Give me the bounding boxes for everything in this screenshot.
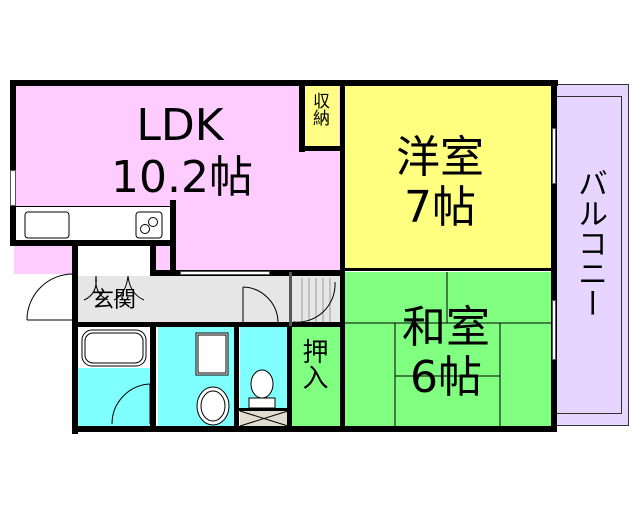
wall-left-ldk xyxy=(10,80,16,246)
wall-bottom xyxy=(72,426,557,432)
hallway xyxy=(74,276,290,324)
wall-kitchen-right xyxy=(170,200,176,276)
balcony-label: バルコニー xyxy=(572,168,607,318)
wall-entrance-right xyxy=(150,240,156,276)
wall-storage-left xyxy=(299,80,305,152)
storage-room xyxy=(303,84,339,149)
wall-ldk-western xyxy=(340,80,345,428)
window-ldk-left xyxy=(10,170,16,206)
ldk-label: LDK xyxy=(136,100,224,151)
wall-toilet-closet xyxy=(287,322,292,432)
window-japanese-right xyxy=(552,300,556,360)
window-ldk-hall xyxy=(180,271,270,275)
western-room xyxy=(344,84,553,269)
japanese-size: 6帖 xyxy=(410,352,482,403)
window-western-right xyxy=(552,128,556,184)
wall-bath-wash xyxy=(150,322,156,432)
western-label: 洋室 xyxy=(396,132,484,183)
japanese-label: 和室 xyxy=(402,302,490,353)
entrance-label: 玄関 xyxy=(91,288,136,313)
wall-pipe-top xyxy=(238,408,288,411)
wall-kitchen-bottom xyxy=(10,240,174,246)
closet-room xyxy=(292,326,342,426)
wall-stair-left xyxy=(289,272,292,326)
balcony xyxy=(556,84,629,426)
balcony-inner-border xyxy=(556,96,622,414)
ldk-size: 10.2帖 xyxy=(111,152,253,203)
japanese-room xyxy=(344,272,553,426)
wall-western-japanese xyxy=(340,268,556,271)
wall-entrance-left xyxy=(72,240,78,434)
entrance-upper xyxy=(78,244,154,274)
wall-top xyxy=(10,80,558,86)
wall-hall-bottom xyxy=(72,322,344,327)
western-size: 7帖 xyxy=(404,182,476,233)
wall-right xyxy=(551,80,557,432)
wall-wash-toilet xyxy=(234,322,239,432)
wall-storage-bottom xyxy=(299,146,341,151)
storage-label: 収納 xyxy=(309,92,329,126)
closet-label: 押入 xyxy=(298,338,328,390)
